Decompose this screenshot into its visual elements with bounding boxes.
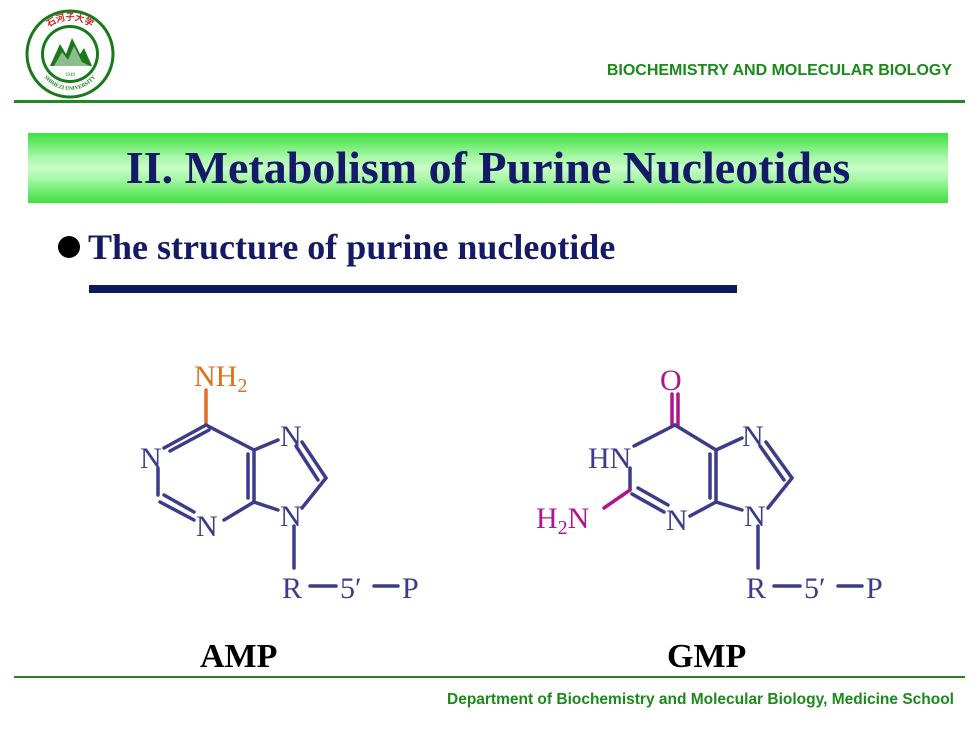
title-banner: II. Metabolism of Purine Nucleotides xyxy=(28,133,948,203)
amp-n3: N xyxy=(196,510,218,543)
gmp-caption: GMP xyxy=(667,638,747,675)
amp-r: R xyxy=(282,572,302,605)
gmp-n3: N xyxy=(666,504,688,537)
amp-p: P xyxy=(402,572,419,605)
gmp-structure: O HN H2N N N N R 5′ P xyxy=(530,350,890,620)
slide-title: II. Metabolism of Purine Nucleotides xyxy=(125,142,851,193)
amp-amino-label: NH2 xyxy=(194,360,247,397)
bullet-text: The structure of purine nucleotide xyxy=(88,227,616,267)
gmp-amino-label: H2N xyxy=(536,502,589,539)
amp-structure: NH2 N N N N R 5′ P xyxy=(130,350,460,620)
department-footer: Department of Biochemistry and Molecular… xyxy=(447,691,954,708)
bullet-item: The structure of purine nucleotide xyxy=(58,222,615,272)
logo-year: 1949 xyxy=(65,73,76,78)
amp-5prime: 5′ xyxy=(340,572,362,605)
gmp-5prime: 5′ xyxy=(804,572,826,605)
bullet-dot-icon xyxy=(58,236,80,258)
footer-divider xyxy=(14,676,965,678)
header-divider xyxy=(14,100,965,103)
gmp-n7: N xyxy=(742,420,764,453)
subject-header: BIOCHEMISTRY AND MOLECULAR BIOLOGY xyxy=(606,62,952,79)
amp-caption: AMP xyxy=(200,638,278,675)
gmp-n9: N xyxy=(744,500,766,533)
university-logo: 1949 石河子大学 SHIHEZI UNIVERSITY xyxy=(24,8,116,100)
amp-n9: N xyxy=(280,500,302,533)
bullet-underline xyxy=(89,285,737,293)
gmp-hn: HN xyxy=(588,442,631,475)
gmp-r: R xyxy=(746,572,766,605)
gmp-oxygen: O xyxy=(660,364,682,397)
amp-n1: N xyxy=(140,442,162,475)
amp-n7: N xyxy=(280,420,302,453)
gmp-p: P xyxy=(866,572,883,605)
